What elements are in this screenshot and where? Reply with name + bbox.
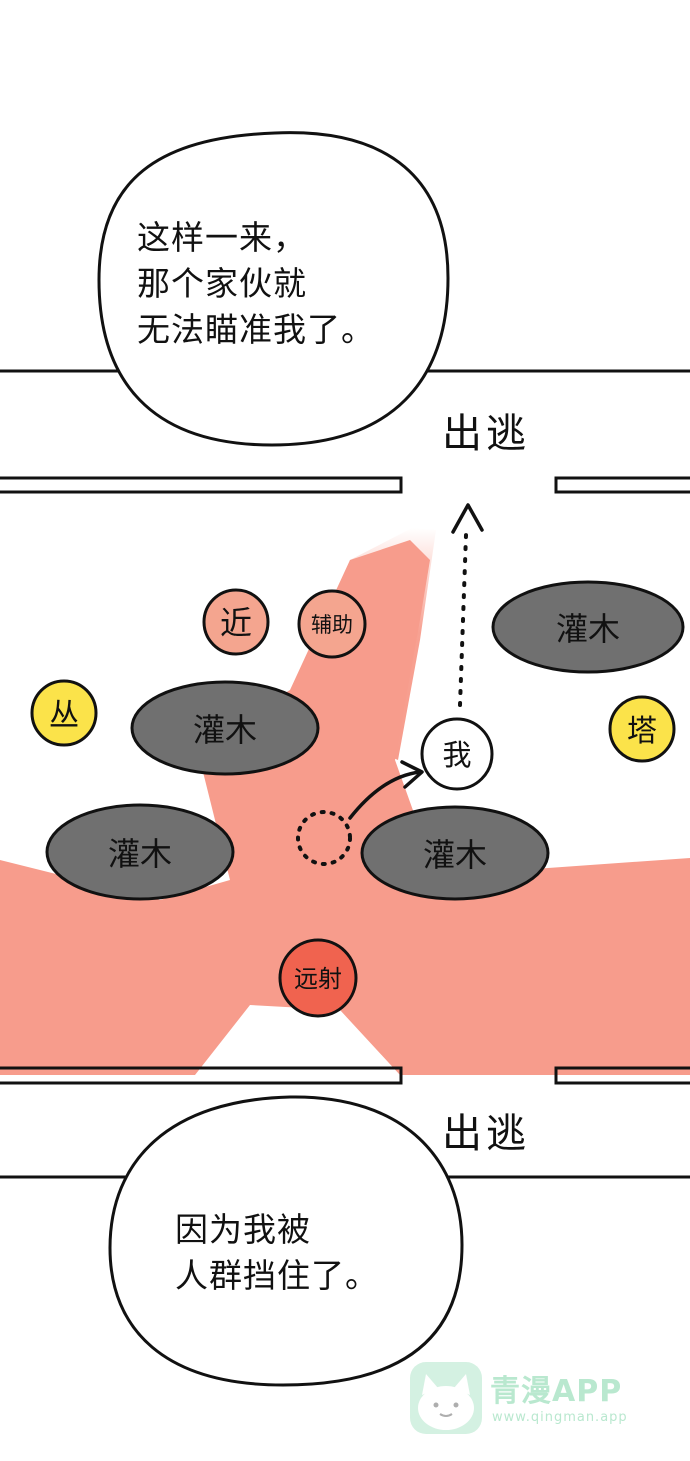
token-tank: 丛 bbox=[30, 679, 98, 747]
speech-line: 人群挡住了。 bbox=[175, 1256, 379, 1295]
exit-label-bottom: 出逃 bbox=[442, 1111, 530, 1157]
speech-bubble-bottom bbox=[108, 1095, 464, 1387]
exit-label-top: 出逃 bbox=[442, 411, 530, 457]
svg-text:近: 近 bbox=[220, 604, 252, 642]
escape-path-arrow bbox=[451, 503, 484, 707]
speech-line: 这样一来， bbox=[137, 218, 307, 257]
svg-text:丛: 丛 bbox=[49, 698, 79, 733]
svg-text:塔: 塔 bbox=[627, 714, 657, 749]
bush-bottom-left: 灌木 bbox=[45, 803, 235, 901]
token-melee: 近 bbox=[202, 588, 270, 656]
token-support: 辅助 bbox=[297, 589, 367, 659]
token-ranged: 远射 bbox=[278, 938, 358, 1018]
token-me: 我 bbox=[420, 717, 494, 791]
speech-line: 因为我被 bbox=[175, 1210, 311, 1249]
watermark-title: 青漫APP bbox=[490, 1374, 623, 1409]
watermark-cat-icon bbox=[410, 1362, 482, 1434]
bush-label: 灌木 bbox=[108, 835, 172, 873]
bush-bottom-right: 灌木 bbox=[360, 805, 550, 901]
bush-middle-left: 灌木 bbox=[130, 680, 320, 776]
svg-text:我: 我 bbox=[442, 738, 471, 772]
move-arrow bbox=[348, 760, 424, 820]
previous-position-marker bbox=[296, 810, 352, 866]
speech-bubble-top bbox=[97, 131, 450, 447]
speech-line: 无法瞄准我了。 bbox=[137, 310, 375, 349]
bush-label: 灌木 bbox=[193, 711, 257, 749]
bush-label: 灌木 bbox=[556, 610, 620, 648]
speech-text-top: 这样一来， 那个家伙就 无法瞄准我了。 bbox=[137, 215, 375, 353]
token-tower: 塔 bbox=[608, 695, 676, 763]
speech-text-bottom: 因为我被 人群挡住了。 bbox=[175, 1207, 379, 1299]
bush-label: 灌木 bbox=[423, 836, 487, 874]
danger-zone bbox=[0, 528, 690, 1075]
svg-text:远射: 远射 bbox=[294, 965, 342, 993]
bush-top-right: 灌木 bbox=[491, 580, 685, 674]
svg-text:辅助: 辅助 bbox=[311, 613, 353, 637]
speech-line: 那个家伙就 bbox=[137, 264, 307, 303]
watermark-url: www.qingman.app bbox=[492, 1410, 628, 1425]
